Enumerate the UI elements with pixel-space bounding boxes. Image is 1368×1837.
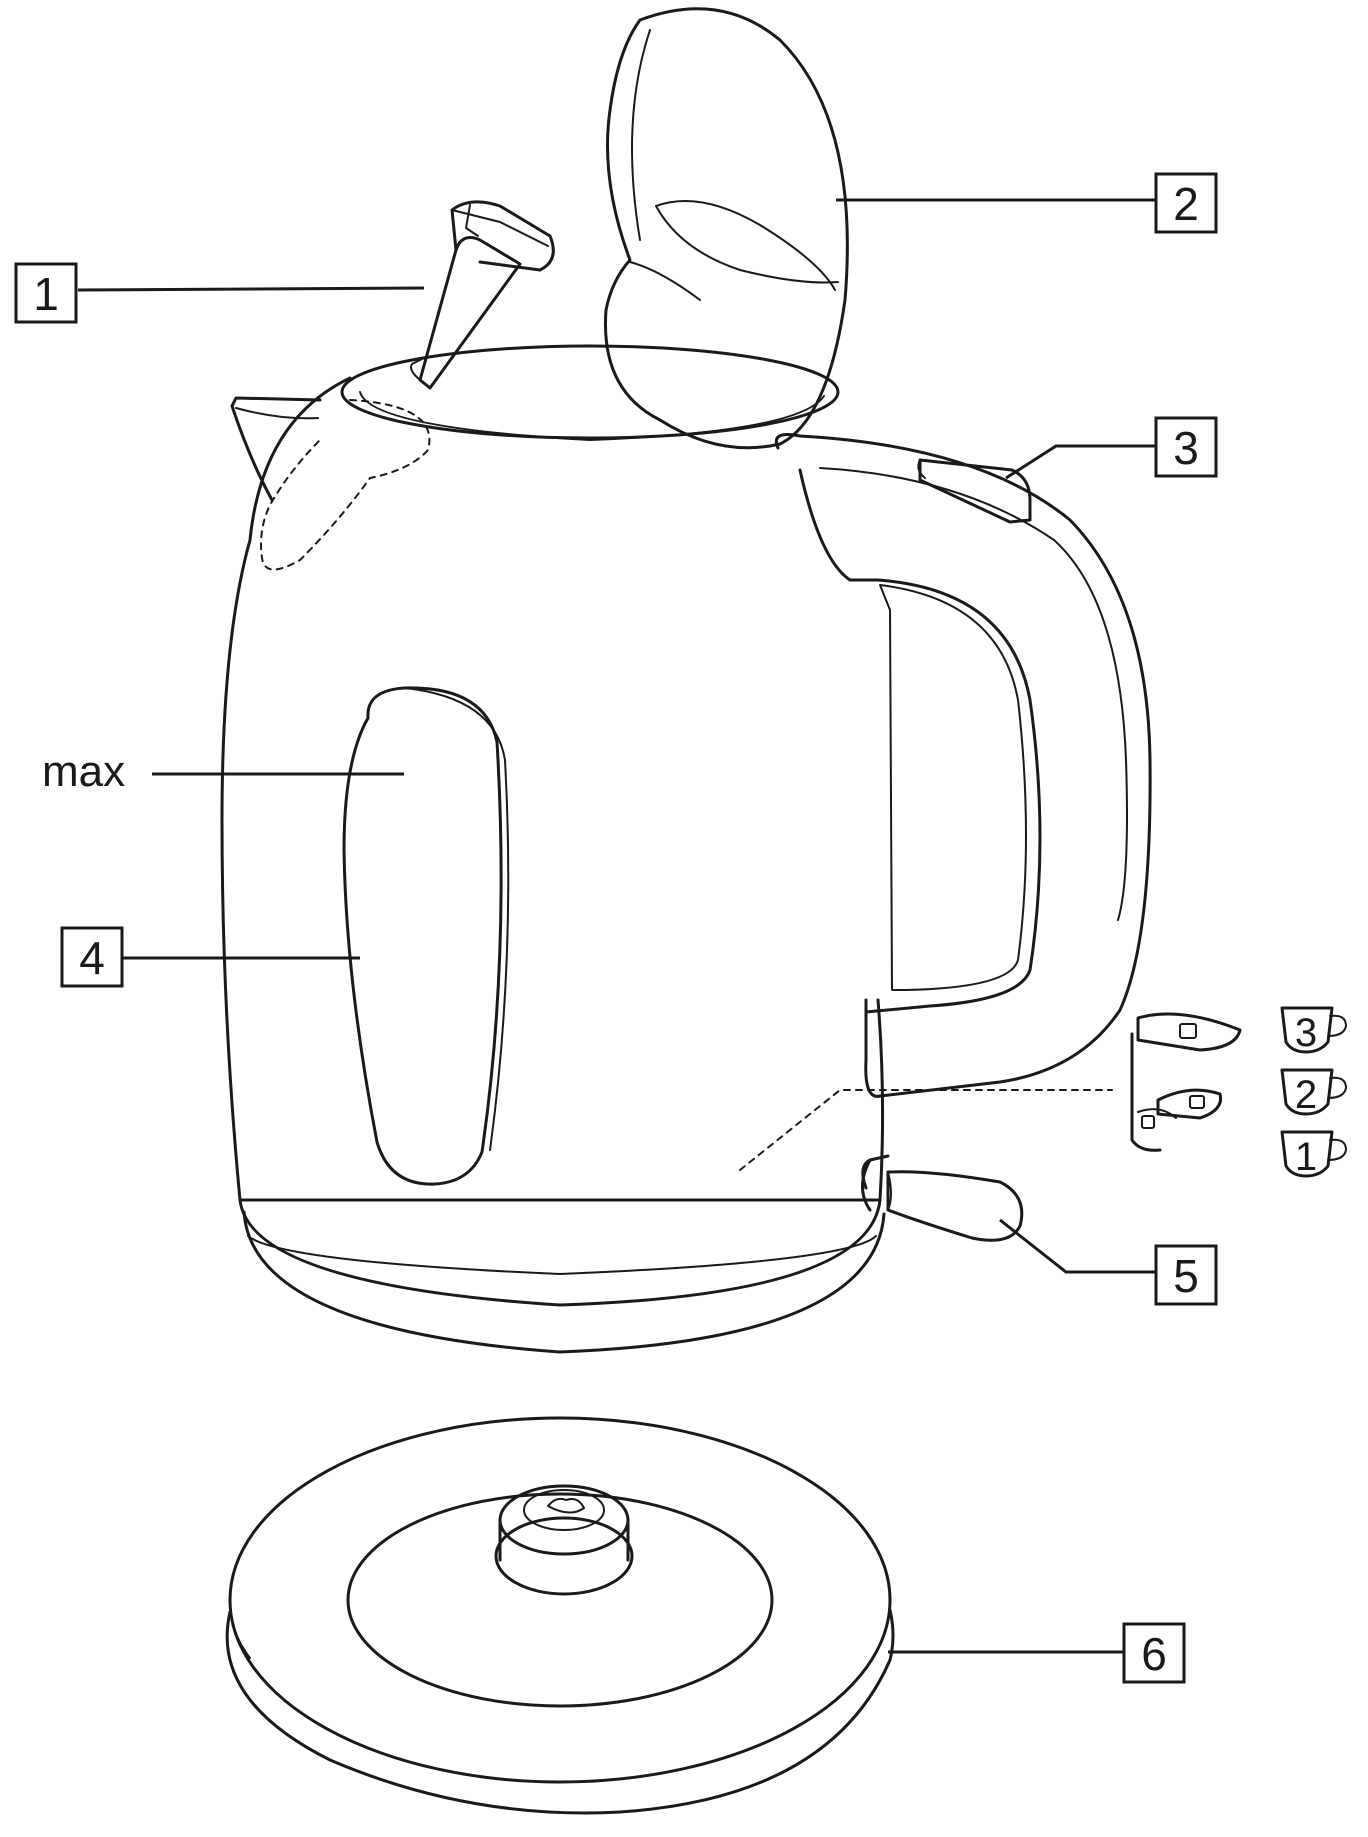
kettle-handle (774, 433, 1152, 1098)
callout-2: 2 (1154, 172, 1218, 234)
callout-4: 4 (60, 926, 124, 988)
cup-indicator-3-number: 3 (1295, 1011, 1317, 1055)
callout-2-number: 2 (1173, 178, 1199, 230)
leader-lines (77, 198, 1156, 1654)
lid-release-lever (410, 200, 555, 390)
kettle-lid (603, 7, 849, 450)
cup-selector (739, 1012, 1242, 1171)
cup-indicator-1-number: 1 (1295, 1135, 1317, 1179)
water-level-window (342, 686, 510, 1186)
callout-1-number: 1 (33, 268, 59, 320)
callout-1: 1 (14, 262, 78, 324)
kettle-body (220, 344, 886, 1354)
callout-5: 5 (1154, 1244, 1218, 1306)
cup-indicator-1: 1 (1280, 1130, 1347, 1179)
callout-4-number: 4 (79, 932, 105, 984)
power-cord (861, 1154, 1024, 1242)
cup-indicator-2: 2 (1280, 1068, 1347, 1117)
max-label: max (42, 747, 125, 796)
cup-indicator-2-number: 2 (1295, 1073, 1317, 1117)
callout-5-number: 5 (1173, 1250, 1199, 1302)
callout-3-number: 3 (1173, 422, 1199, 474)
callout-6: 6 (1122, 1622, 1186, 1684)
callout-6-number: 6 (1141, 1628, 1167, 1680)
callout-3: 3 (1154, 416, 1218, 478)
cup-indicator-3: 3 (1280, 1006, 1347, 1055)
base-station (225, 1416, 895, 1815)
